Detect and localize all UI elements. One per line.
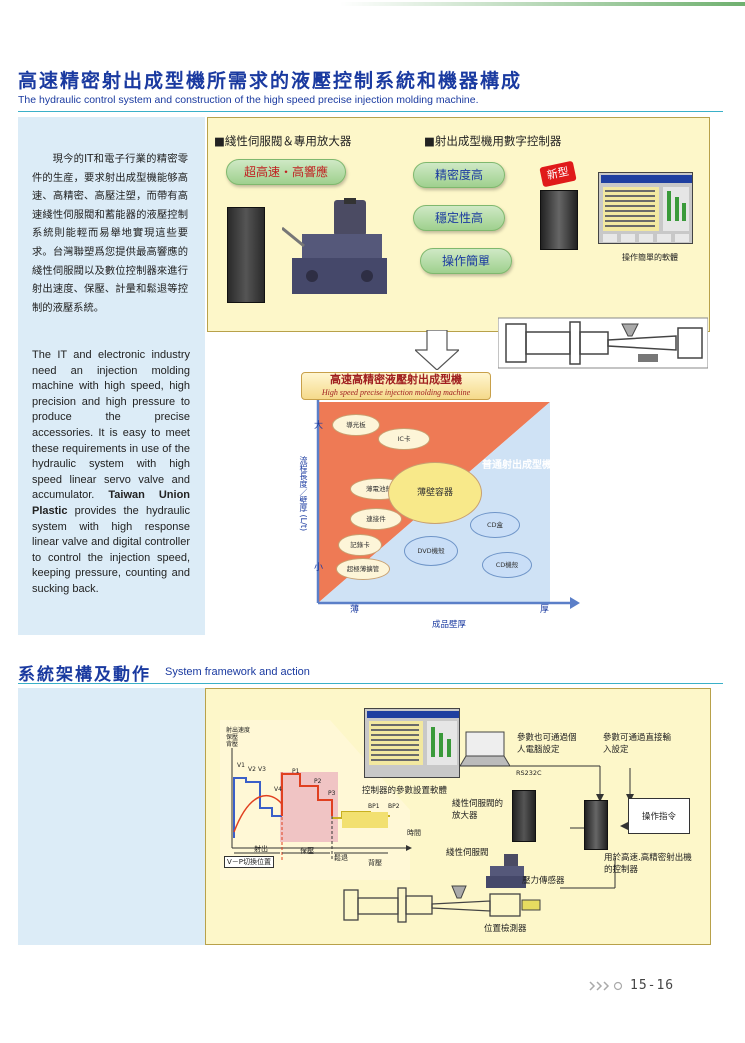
page-subtitle-en: The hydraulic control system and constru… <box>18 94 479 106</box>
chart-title-box: 高速高精密液壓射出成型機 High speed precise injectio… <box>301 372 491 400</box>
position-sensor-label: 位置檢測器 <box>484 924 527 934</box>
section2-title-en: System framework and action <box>165 666 310 678</box>
feature-pill-precision: 精密度高 <box>413 162 505 188</box>
oval-thin-wall-container: 薄壁容器 <box>388 462 482 524</box>
page-number: 15-16 <box>630 978 675 993</box>
software-screen-image <box>598 172 693 244</box>
point-bp2: BP2 <box>388 803 400 810</box>
direct-setting-note: 參數可通過直接輸入設定 <box>603 733 672 755</box>
y-low-label: 小 <box>314 563 324 573</box>
intro-text-en-2: provides the hydraulic system with high … <box>32 504 190 595</box>
graph-ylabel-back: 背壓 <box>226 741 239 748</box>
title-divider <box>18 111 723 112</box>
pressure-sensor-label: 壓力傳感器 <box>522 876 565 886</box>
software-caption: 操作簡單的軟體 <box>622 253 678 262</box>
oval-thin-tube: 超極薄擴管 <box>336 558 390 580</box>
chart-xlabel: 成品壁厚 <box>432 620 467 630</box>
brand-name: Taiwan Union Plastic <box>32 489 191 517</box>
servo-valve-label: 綫性伺服閥 <box>446 848 489 858</box>
injection-machine-small-image <box>343 885 541 923</box>
software-caption-2: 控制器的參數設置軟體 <box>362 786 448 796</box>
point-v2: V2 <box>248 766 256 773</box>
phase-inject: 射出 <box>254 845 268 853</box>
x-low-label: 薄 <box>350 605 360 615</box>
rs232c-label: RS232C <box>516 769 542 777</box>
intro-paragraph-zh: 現今的IT和電子行業的精密零件的生産，要求射出成型機能够高速、高精密、高壓注塑，… <box>32 150 188 317</box>
phase-backpressure: 背壓 <box>368 859 382 867</box>
pc-setting-note: 參數也可通過個人電腦設定 <box>517 733 577 755</box>
conventional-region-label: 普通射出成型機 <box>482 460 552 471</box>
oval-cd-case: CD機殼 <box>482 552 532 578</box>
amplifier-label: 綫性伺服閥的放大器 <box>452 799 504 821</box>
controller-label: 用於高速.高精密射出機的控制器 <box>604 853 692 875</box>
feature-pill-ease: 操作簡單 <box>420 248 512 274</box>
y-high-label: 大 <box>314 421 324 431</box>
feature-pill-stability: 穩定性高 <box>413 205 505 231</box>
time-label: 時間 <box>407 829 421 837</box>
amplifier-unit-image <box>512 790 536 842</box>
servo-valve-small-image <box>486 854 526 888</box>
chart-title-zh: 高速高精密液壓射出成型機 <box>330 373 462 386</box>
phase-suckback: 鬆退 <box>334 854 348 862</box>
oval-record-card: 記錄卡 <box>338 534 382 556</box>
process-profile-graph <box>220 720 412 880</box>
intro-paragraph-en: The IT and electronic industry need an i… <box>32 348 190 598</box>
controller-header: ■射出成型機用數字控制器 <box>424 134 562 148</box>
servo-valve-image <box>282 198 387 294</box>
point-v1: V1 <box>237 762 245 769</box>
graph-ylabel-speed: 射出速度 <box>226 727 251 734</box>
amplifier-image <box>227 207 265 303</box>
oval-connector: 連接件 <box>350 508 402 530</box>
x-high-label: 厚 <box>540 605 550 615</box>
top-decorative-rule <box>340 2 745 6</box>
digital-controller-image <box>540 190 578 250</box>
intro-text-zh: 現今的IT和電子行業的精密零件的生産，要求射出成型機能够高速、高精密、高壓注塑，… <box>32 153 188 314</box>
parameter-software-screen <box>364 708 460 778</box>
page-chevrons-icon <box>589 981 623 991</box>
point-bp1: BP1 <box>368 803 380 810</box>
oval-cd-box: CD盒 <box>470 512 520 538</box>
oval-light-guide: 導光板 <box>332 414 380 436</box>
operation-command-box: 操作指令 <box>628 798 690 834</box>
graph-ylabel-hold: 保壓 <box>226 734 239 741</box>
section2-title: 系統架構及動作 <box>18 665 151 685</box>
laptop-icon <box>460 731 510 767</box>
chart-title-en: High speed precise injection molding mac… <box>321 388 471 397</box>
controller-unit-image <box>584 800 608 850</box>
page-title: 高速精密射出成型機所需求的液壓控制系統和機器構成 <box>18 70 523 92</box>
point-v3: V3 <box>258 766 266 773</box>
injection-machine-image <box>498 317 708 369</box>
section2-side-panel <box>18 688 205 945</box>
oval-dvd-case: DVD機殼 <box>404 536 458 566</box>
intro-panel <box>18 117 205 635</box>
x-axis-arrow-icon <box>570 597 580 609</box>
phase-hold: 保壓 <box>300 847 314 855</box>
servo-valve-header: ■綫性伺服閥＆專用放大器 <box>214 134 352 148</box>
chart-ylabel: 流程長度／壁厚 (L/t) <box>299 456 308 532</box>
vp-switch-label: V－P切換位置 <box>224 856 275 868</box>
section2-divider <box>18 683 723 684</box>
oval-ic-card: IC卡 <box>378 428 430 450</box>
intro-text-en-1: The IT and electronic industry need an i… <box>32 349 190 502</box>
point-p2: P2 <box>314 778 322 785</box>
point-p1: P1 <box>292 768 300 775</box>
point-p3: P3 <box>328 790 336 797</box>
down-arrow-icon <box>415 330 459 370</box>
point-v4: V4 <box>274 786 282 793</box>
speed-pill: 超高速・高響應 <box>226 159 346 185</box>
